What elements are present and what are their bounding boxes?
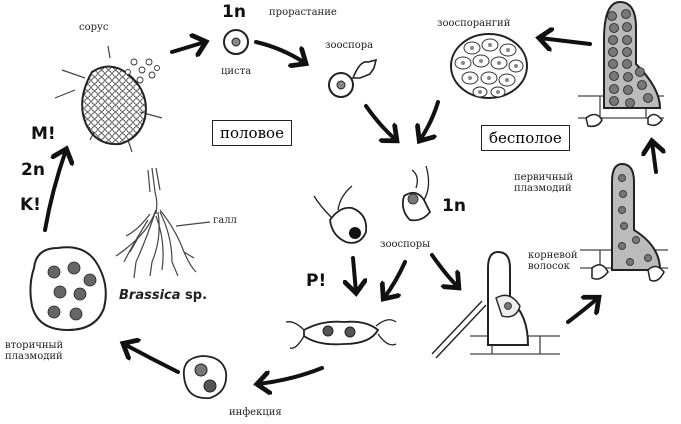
zoospores-illustration bbox=[313, 165, 432, 244]
label-karyogamy-mark: K! bbox=[20, 195, 41, 215]
infection-cell-illustration bbox=[182, 355, 228, 399]
arrow-meiosis-up bbox=[43, 150, 66, 232]
label-secondary-plasmodium: вторичный плазмодий bbox=[5, 340, 64, 362]
cyst-illustration bbox=[223, 29, 249, 55]
primary-plasmodium-illustration bbox=[580, 162, 668, 282]
arrow-zoospores-to-pair bbox=[384, 260, 407, 298]
arrow-p-down bbox=[353, 256, 356, 292]
arrow-to-primary-plasmodium bbox=[566, 298, 598, 324]
label-germination: прорастание bbox=[269, 7, 337, 18]
label-ploidy-1n-mid: 1n bbox=[442, 196, 466, 216]
box-sexual: половое bbox=[212, 120, 292, 146]
box-asexual: бесполое bbox=[481, 125, 570, 151]
label-root-hair: корневой волосок bbox=[528, 250, 578, 272]
cycle-arrows bbox=[43, 38, 656, 384]
arrow-to-secondary-plasmodium bbox=[124, 344, 180, 374]
label-zoosporangium: зооспорангий bbox=[437, 18, 511, 29]
label-plasmogamy-mark: P! bbox=[306, 271, 327, 291]
zoosporangium-illustration bbox=[450, 33, 528, 99]
arrow-plasmodium-up bbox=[652, 142, 656, 174]
secondary-plasmodium-illustration bbox=[29, 246, 107, 332]
arrow-to-root-hair bbox=[430, 253, 458, 287]
arrow-zoospore-down-2 bbox=[420, 100, 440, 140]
arrow-cyst-to-zoospore bbox=[254, 40, 305, 63]
label-infection: инфекция bbox=[229, 407, 282, 418]
label-sorus: сорус bbox=[79, 22, 109, 33]
label-zoospores: зооспоры bbox=[380, 239, 431, 250]
label-brassica-sp: sp. bbox=[180, 288, 208, 303]
arrow-to-infection bbox=[258, 366, 324, 384]
label-zoospore: зооспора bbox=[325, 40, 374, 51]
label-brassica: Brassica sp. bbox=[119, 288, 207, 303]
sorus-illustration bbox=[54, 45, 163, 153]
infected-root-hair-illustration bbox=[431, 250, 560, 359]
arrow-zoospore-down-1 bbox=[364, 104, 396, 140]
mature-root-hair-illustration bbox=[578, 0, 664, 128]
label-cyst: циста bbox=[221, 66, 252, 77]
arrow-to-zoosporangium bbox=[540, 38, 592, 44]
label-brassica-genus: Brassica bbox=[119, 288, 181, 303]
label-meiosis-mark: M! bbox=[31, 124, 56, 144]
label-gall: галл bbox=[213, 215, 237, 226]
zoospore-top-illustration bbox=[328, 58, 378, 98]
fused-zoospores-illustration bbox=[285, 319, 397, 349]
arrow-sorus-to-cyst bbox=[170, 42, 205, 52]
label-ploidy-2n: 2n bbox=[21, 160, 45, 180]
brassica-root-illustration bbox=[115, 167, 211, 279]
label-ploidy-1n-top: 1n bbox=[222, 2, 246, 22]
label-primary-plasmodium: первичный плазмодий bbox=[514, 172, 574, 194]
